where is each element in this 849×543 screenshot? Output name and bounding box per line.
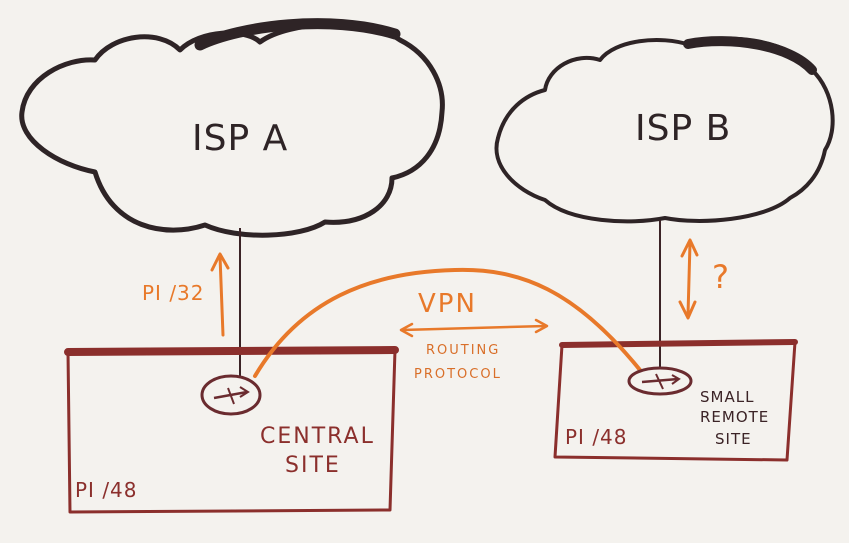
- central-site-name-line2: SITE: [285, 453, 341, 478]
- isp-a-prefix-label: PI /32: [142, 281, 205, 305]
- vpn-label: VPN: [418, 289, 477, 319]
- remote-site-prefix: PI /48: [565, 425, 628, 449]
- routing-protocol-label-line1: ROUTING: [426, 343, 500, 358]
- unknown-question-mark: ?: [712, 258, 729, 296]
- isp-a-cloud-outline: [19, 21, 445, 238]
- isp-b-label: ISP B: [635, 108, 731, 149]
- isp-a-cloud-heavy-stroke: [194, 18, 401, 51]
- remote-site-name-line3: SITE: [715, 430, 752, 448]
- central-site-prefix: PI /48: [75, 478, 138, 502]
- central-router-icon: [200, 374, 262, 416]
- vpn-tunnel-line: [253, 267, 642, 378]
- remote-site-box: SMALL REMOTE SITE PI /48: [553, 339, 798, 462]
- remote-site-name-line1: SMALL: [700, 388, 754, 406]
- remote-site-name-line2: REMOTE: [700, 408, 769, 426]
- isp-b-cloud-heavy-stroke: [683, 36, 817, 75]
- routing-protocol-label-line2: PROTOCOL: [414, 367, 502, 382]
- isp-a-cloud: ISP A: [19, 18, 445, 238]
- central-site-top-edge: [64, 346, 399, 356]
- isp-b-cloud: ISP B: [494, 36, 835, 224]
- remote-router-icon: [627, 366, 693, 396]
- isp-a-announce-arrow: [210, 252, 230, 337]
- routing-protocol-arrow: [399, 318, 549, 338]
- central-site-box: CENTRAL SITE PI /48: [64, 346, 399, 514]
- isp-a-label: ISP A: [192, 118, 288, 159]
- remote-site-top-edge: [559, 339, 798, 348]
- isp-b-unknown-arrow: [678, 238, 699, 320]
- central-site-name-line1: CENTRAL: [260, 424, 375, 449]
